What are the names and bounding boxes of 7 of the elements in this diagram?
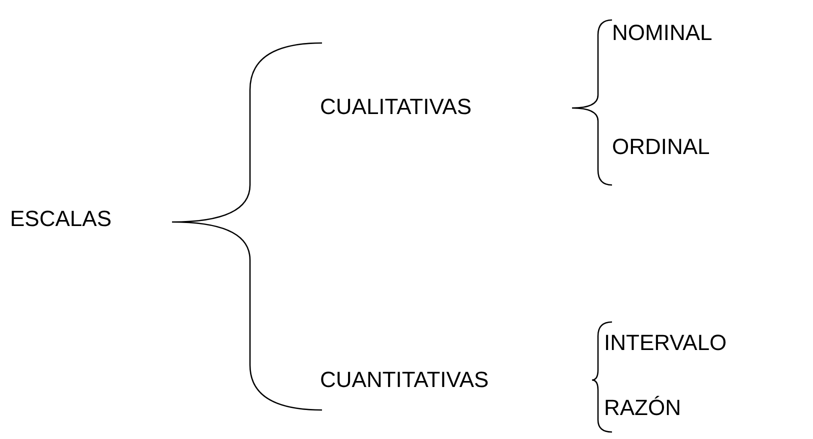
category-label: ESCALAS — [10, 206, 112, 232]
category-label: ORDINAL — [612, 134, 710, 160]
category-label: CUANTITATIVAS — [320, 367, 489, 393]
category-label: INTERVALO — [604, 330, 727, 356]
category-label: RAZÓN — [604, 395, 681, 421]
category-label: NOMINAL — [612, 20, 712, 46]
category-label: CUALITATIVAS — [320, 94, 472, 120]
